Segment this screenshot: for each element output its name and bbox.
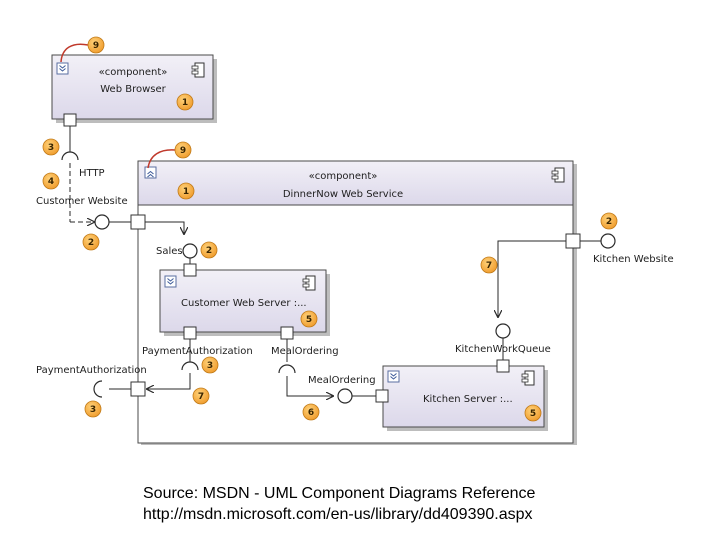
annotation-curve [60,43,89,63]
svg-text:1: 1 [183,187,189,197]
callout-badge: 3 [42,138,60,156]
collapse-chevron-icon[interactable] [164,275,177,288]
svg-text:3: 3 [207,361,213,371]
collapse-chevron-icon[interactable] [144,166,157,179]
web-browser-component[interactable]: «component» Web Browser [51,54,217,123]
callout-badge: 7 [480,256,498,274]
svg-text:5: 5 [530,409,536,419]
callout-badge: 2 [600,212,618,230]
http-label: HTTP [79,168,105,179]
callout-badge: 2 [200,241,218,259]
component-icon [521,370,535,386]
meal-ordering-port[interactable] [280,326,294,340]
payment-authorization-inner-port[interactable] [183,326,197,340]
callout-badge: 2 [82,233,100,251]
customer-web-server-component[interactable]: Customer Web Server :... [159,269,330,336]
svg-text:9: 9 [180,146,186,156]
svg-text:2: 2 [88,238,94,248]
http-required-socket [61,151,79,161]
web-browser-stereotype: «component» [99,67,168,78]
callout-badge: 4 [42,172,60,190]
payment-authorization-port[interactable] [130,381,146,397]
callout-badge: 6 [302,403,320,421]
svg-text:5: 5 [306,315,312,325]
collapse-chevron-icon[interactable] [387,370,400,383]
callout-badge: 7 [192,387,210,405]
payment-outer-socket [93,380,103,398]
meal-ordering-lower-label: MealOrdering [308,375,376,386]
annotation-curve [147,149,176,169]
sales-lollipop [182,243,198,259]
svg-text:7: 7 [486,261,492,271]
customer-website-label: Customer Website [36,196,128,207]
svg-text:2: 2 [206,246,212,256]
payment-delegation-arrow [147,373,191,389]
meal-ordering-socket [278,364,296,374]
component-icon [302,275,316,291]
svg-text:4: 4 [48,177,54,187]
payment-authorization-outer-label: PaymentAuthorization [36,365,147,376]
kitchen-queue-delegation-arrow [498,240,566,317]
svg-text:3: 3 [48,143,54,153]
payment-authorization-inner-label: PaymentAuthorization [142,346,253,357]
callout-badge: 5 [300,310,318,328]
sales-label: Sales [156,246,183,257]
svg-text:9: 9 [93,41,99,51]
svg-text:2: 2 [606,217,612,227]
svg-text:6: 6 [308,408,314,418]
kitchen-work-queue-lollipop [495,323,511,339]
source-caption: Source: MSDN - UML Component Diagrams Re… [143,483,535,525]
callout-badge: 3 [84,400,102,418]
callout-badge: 9 [174,141,192,159]
customer-website-lollipop [94,214,110,230]
callout-badge: 9 [87,36,105,54]
kitchen-website-lollipop [600,233,616,249]
component-icon [551,167,565,183]
svg-text:7: 7 [198,392,204,402]
web-browser-port[interactable] [63,113,77,127]
kitchen-meal-ordering-port[interactable] [375,389,389,403]
kitchen-server-component[interactable]: Kitchen Server :... [382,365,548,431]
callout-badge: 3 [201,356,219,374]
meal-ordering-assembly-arrow [286,376,333,396]
caption-line-url: http://msdn.microsoft.com/en-us/library/… [143,506,533,523]
kitchen-work-queue-port[interactable] [496,359,510,373]
component-icon [191,62,205,78]
callout-badge: 1 [176,93,194,111]
kitchen-work-queue-label: KitchenWorkQueue [455,344,551,355]
dinnernow-name: DinnerNow Web Service [283,189,403,200]
component-diagram: «component» Web Browser HTTP Customer We… [36,36,674,445]
meal-ordering-lollipop [337,388,353,404]
kitchen-server-name: Kitchen Server :... [423,394,513,405]
caption-line-source: Source: MSDN - UML Component Diagrams Re… [143,485,536,502]
sales-port[interactable] [183,263,197,277]
sales-delegation-arrow [145,221,184,234]
meal-ordering-port-label: MealOrdering [271,346,339,357]
dinnernow-stereotype: «component» [309,171,378,182]
customer-website-port[interactable] [130,214,146,230]
callout-badge: 1 [177,182,195,200]
svg-text:3: 3 [90,405,96,415]
svg-text:1: 1 [182,98,188,108]
web-browser-name: Web Browser [100,84,166,95]
collapse-chevron-icon[interactable] [56,62,69,75]
kitchen-website-port[interactable] [565,233,581,249]
callout-badge: 5 [524,404,542,422]
payment-inner-socket [181,361,199,371]
kitchen-website-label: Kitchen Website [593,254,674,265]
customer-web-server-name: Customer Web Server :... [181,298,307,309]
